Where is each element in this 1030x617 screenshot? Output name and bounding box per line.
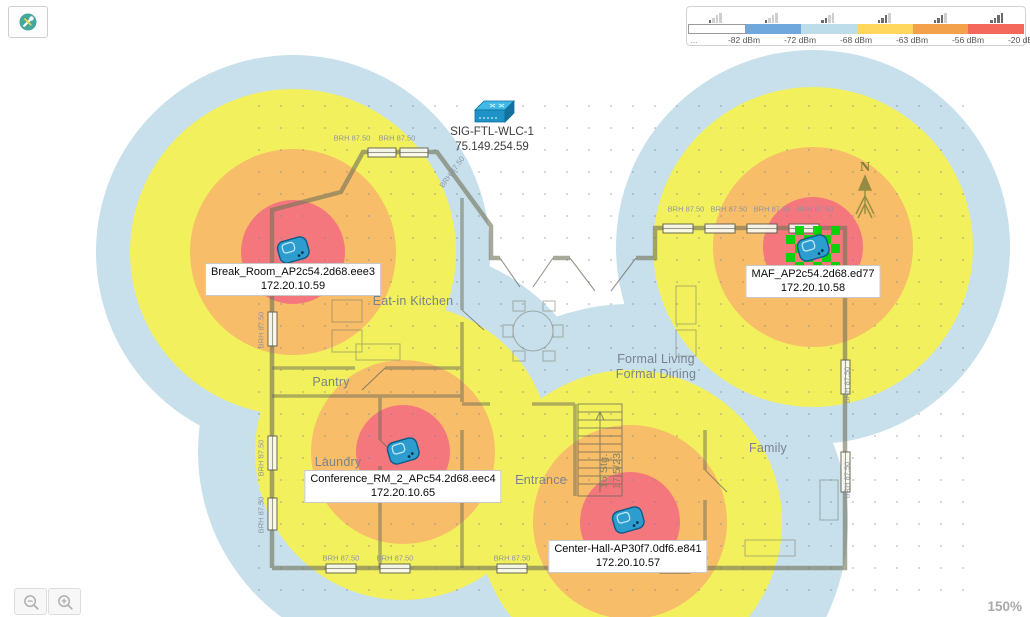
signal-bars-icon: [708, 13, 722, 23]
wall-dimension-label: BRH 87.50: [710, 204, 748, 214]
ap-icon[interactable]: [606, 501, 650, 537]
room-label-pantry: Pantry: [312, 375, 350, 389]
legend-label: -20 dBm: [1007, 35, 1030, 45]
ap-name: Break_Room_AP2c54.2d68.eee3: [211, 266, 375, 278]
room-label-entrance: Entrance: [515, 473, 567, 487]
legend-label: -56 dBm: [951, 35, 985, 45]
ap-icon[interactable]: [381, 432, 425, 468]
wall-dimension-label: BRH 87.50: [437, 154, 467, 190]
wall-dimension-label: BRH 87.50: [322, 553, 360, 563]
wall-dimension-label: BRH 87.50: [256, 439, 266, 477]
legend-label: -72 dBm: [783, 35, 817, 45]
legend-labels-row: ... -82 dBm -72 dBm -68 dBm -63 dBm -56 …: [687, 34, 1030, 46]
legend-swatch: [688, 24, 746, 34]
signal-bars-icon: [933, 13, 947, 23]
room-label-formal-living: Formal Living: [617, 352, 695, 366]
legend-label: -63 dBm: [895, 35, 929, 45]
ap-label: Conference_RM_2_APc54.2d68.eec4 172.20.1…: [304, 470, 502, 503]
ap-ip: 172.20.10.57: [595, 557, 661, 570]
ap-ip: 172.20.10.65: [370, 487, 436, 500]
signal-bars-icon: [764, 13, 778, 23]
ap-ip: 172.20.10.58: [780, 282, 846, 295]
room-label-formal-dining: Formal Dining: [615, 367, 697, 381]
wlc-name: SIG-FTL-WLC-1: [450, 126, 534, 138]
tools-icon: [19, 13, 37, 31]
wall-dimension-label: BRH 87.50: [256, 311, 266, 349]
legend-swatch: [968, 24, 1025, 34]
ap-label: MAF_AP2c54.2d68.ed77 172.20.10.58: [745, 265, 881, 298]
signal-bars-icon: [990, 13, 1004, 23]
wall-dimension-label: BRH 87.50: [796, 204, 834, 214]
legend-icons-row: [687, 7, 1025, 23]
ap-label: Center-Hall-AP30f7.0df6.e841 172.20.10.5…: [548, 540, 708, 573]
north-arrow-label: N: [859, 160, 871, 175]
signal-bars-icon: [821, 13, 835, 23]
wall-dimension-label: BRH 87.50: [667, 204, 705, 214]
wall-dimension-label: BRH 87.50: [493, 553, 531, 563]
wlc-label: SIG-FTL-WLC-1 75.149.254.59: [445, 124, 539, 156]
wall-dimension-label: BRH 87.50: [256, 496, 266, 534]
legend-label: -82 dBm: [727, 35, 761, 45]
signal-bars-icon: [877, 13, 891, 23]
legend-swatch: [801, 24, 858, 34]
legend-swatch: [745, 24, 802, 34]
wall-dimension-label: BRH 87.50: [753, 204, 791, 214]
ap-icon[interactable]: [271, 231, 315, 267]
wall-dimension-label: BRH 87.50: [842, 461, 852, 499]
ap-ip: 172.20.10.59: [260, 280, 326, 293]
room-label-laundry: Laundry: [314, 455, 362, 469]
wall-dimension-label: BRH 87.50: [333, 133, 371, 143]
stairs-label: 16 Stg.: [598, 453, 610, 489]
wlc-ip: 75.149.254.59: [455, 140, 529, 153]
room-label-eat-in-kitchen: Eat-in Kitchen: [372, 294, 454, 308]
wall-dimension-label: BRH 87.50: [378, 133, 416, 143]
legend-swatch: [857, 24, 913, 34]
ap-icon[interactable]: [791, 229, 835, 265]
wall-dimension-label: BRH 87.50: [842, 366, 852, 404]
room-label-family: Family: [748, 441, 788, 455]
ap-name: Center-Hall-AP30f7.0df6.e841: [554, 543, 702, 555]
north-arrow-icon: [855, 174, 875, 219]
legend-label: -68 dBm: [839, 35, 873, 45]
ap-label: Break_Room_AP2c54.2d68.eee3 172.20.10.59: [205, 263, 381, 296]
zoom-in-icon: [57, 594, 73, 610]
stairs-label: 17.5/23: [611, 452, 623, 490]
legend-label: ...: [690, 35, 698, 45]
legend-swatch: [912, 24, 969, 34]
zoom-level-label: 150%: [987, 599, 1022, 614]
signal-legend: ... -82 dBm -72 dBm -68 dBm -63 dBm -56 …: [686, 6, 1030, 46]
tools-button[interactable]: [8, 6, 48, 38]
ap-name: MAF_AP2c54.2d68.ed77: [751, 268, 875, 280]
wlc-icon[interactable]: [466, 97, 518, 127]
wall-dimension-label: BRH 87.50: [376, 553, 414, 563]
zoom-out-button[interactable]: [14, 588, 47, 615]
ap-name: Conference_RM_2_APc54.2d68.eec4: [310, 473, 496, 485]
zoom-out-icon: [23, 594, 39, 610]
zoom-in-button[interactable]: [48, 588, 81, 615]
legend-color-bar: [688, 24, 1025, 34]
